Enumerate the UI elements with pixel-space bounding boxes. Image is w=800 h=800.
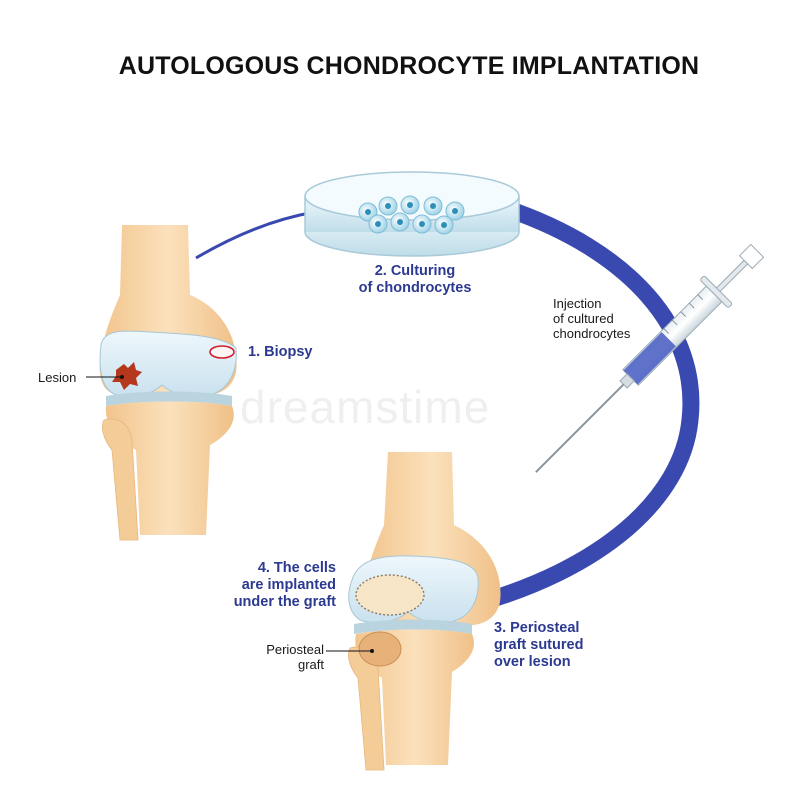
step-4-label: 4. The cells are implanted under the gra… xyxy=(196,560,336,611)
watermark: dreamstime xyxy=(240,381,491,433)
step-3-line-2: graft sutured xyxy=(494,637,584,653)
lesion-mark xyxy=(112,362,142,390)
step-1-line-1: 1. Biopsy xyxy=(248,344,313,360)
syringe-icon xyxy=(535,243,765,473)
lesion-label: Lesion xyxy=(38,370,77,385)
injection-line-2: of cultured xyxy=(553,311,614,326)
step-3-line-3: over lesion xyxy=(494,654,571,670)
process-arc xyxy=(195,199,700,614)
injection-label: Injection of cultured chondrocytes xyxy=(553,296,630,341)
step-4-line-2: are implanted xyxy=(241,577,336,593)
knee-graft-illustration xyxy=(326,452,501,771)
step-3-line-1: 3. Periosteal xyxy=(494,620,580,636)
injection-line-1: Injection xyxy=(553,296,602,311)
graft-line-2: graft xyxy=(297,657,324,672)
periosteal-graft-label: Periosteal graft xyxy=(248,642,324,672)
knee-biopsy-illustration xyxy=(86,225,237,541)
petri-dish-icon xyxy=(304,171,520,257)
injection-line-3: chondrocytes xyxy=(553,326,631,341)
chondrocyte-cells xyxy=(358,195,465,235)
step-2-line-2: of chondrocytes xyxy=(358,280,472,296)
step-4-line-1: 4. The cells xyxy=(257,560,336,576)
step-1-label: 1. Biopsy xyxy=(248,344,312,361)
step-4-line-3: under the graft xyxy=(233,594,336,610)
page-title: AUTOLOGOUS CHONDROCYTE IMPLANTATION xyxy=(118,52,700,80)
step-2-line-1: 2. Culturing xyxy=(374,263,456,279)
step-3-label: 3. Periosteal graft sutured over lesion xyxy=(494,620,583,671)
periosteal-graft-patch xyxy=(355,574,425,616)
step-2-label: 2. Culturing of chondrocytes xyxy=(340,263,490,297)
graft-line-1: Periosteal xyxy=(266,642,324,657)
